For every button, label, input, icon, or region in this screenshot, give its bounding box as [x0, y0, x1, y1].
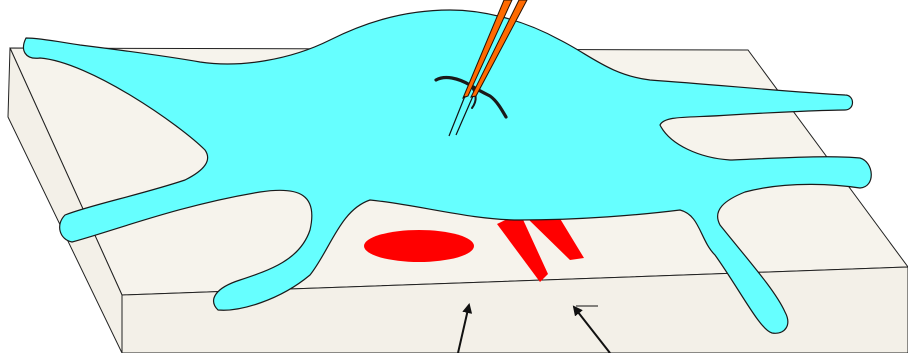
oval-mark	[364, 230, 474, 262]
